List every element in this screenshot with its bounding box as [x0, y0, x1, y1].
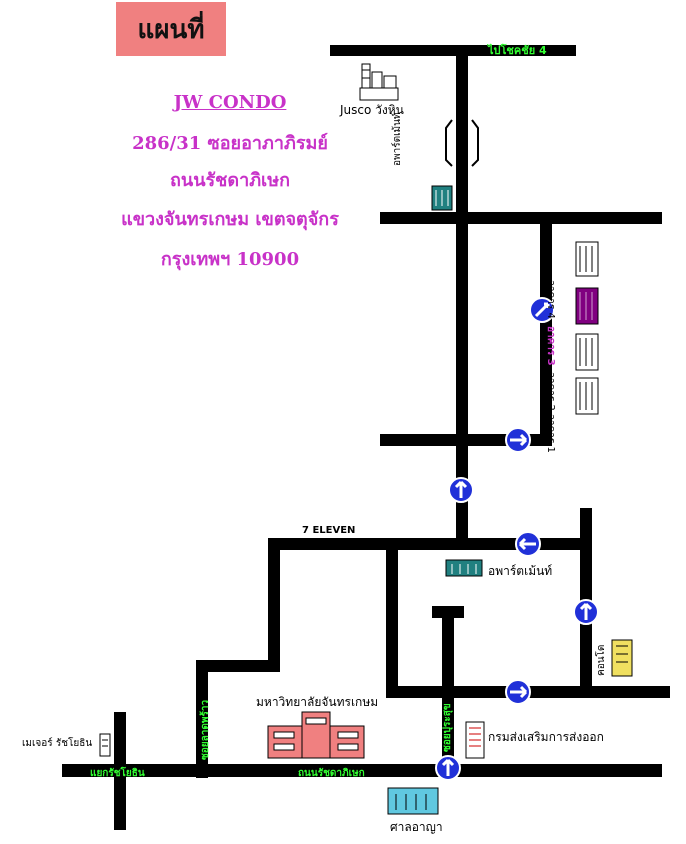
address-line-4: กรุงเทพฯ 10900 [160, 249, 300, 270]
address-line-1: 286/31 ซอยอาภาภิรมย์ [132, 133, 328, 154]
bridge-marker [445, 119, 479, 167]
label-apartment-left: อพาร์ตเม้นท์ [392, 112, 403, 166]
label-building-1: อาคาร 1 [545, 414, 556, 453]
map-title: แผนที่ [116, 2, 226, 56]
building-3-highlight-icon [575, 287, 599, 325]
label-soi-lat-phrao: ซอยลาดพร้าว [200, 699, 211, 760]
label-major: เมเจอร์ รัชโยธิน [22, 738, 93, 749]
road-inner-vertical [386, 550, 398, 696]
label-soi-center: ซอยปุระสุข [442, 703, 453, 752]
building-4-icon [575, 241, 599, 277]
arrow-sign-5 [573, 599, 599, 625]
apartment-center-icon [445, 559, 483, 577]
building-2-icon [575, 333, 599, 371]
export-dept-building-icon [465, 721, 485, 759]
university-building-icon [267, 711, 365, 759]
road-center-vertical [442, 606, 454, 778]
arrow-sign-1 [529, 297, 555, 323]
label-apartment-center: อพาร์ตเม้นท์ [488, 564, 553, 578]
condo-name: JW CONDO [173, 92, 287, 113]
arrow-sign-6 [505, 679, 531, 705]
address-line-2: ถนนรัชดาภิเษก [170, 170, 290, 191]
road-soi-lat-phrao [196, 660, 208, 778]
arrow-sign-3 [448, 477, 474, 503]
label-university: มหาวิทยาลัยจันทรเกษม [256, 695, 379, 709]
road-main-vertical [456, 45, 468, 545]
road-horizontal-2 [380, 212, 662, 224]
condo-right-icon [611, 639, 633, 677]
label-building-3: อาคาร 3 [545, 326, 556, 366]
road-left-vertical [268, 538, 280, 670]
roads [62, 45, 670, 830]
court-building-icon [387, 787, 439, 815]
label-7-eleven: 7 ELEVEN [302, 525, 356, 536]
road-ratchayothin-vertical [114, 712, 126, 830]
jusco-building-icon [359, 63, 399, 101]
label-court: ศาลอาญา [390, 820, 443, 834]
label-ratchayothin: แยกรัชโยธิน [90, 768, 145, 779]
road-ratchada [62, 764, 662, 777]
label-condo-right: คอนโด [596, 644, 607, 676]
label-building-4: อาคาร 4 [545, 280, 556, 319]
major-building-icon [99, 733, 111, 757]
label-jusco: Jusco วังหิน [340, 103, 404, 117]
label-export-dept: กรมส่งเสริมการส่งออก [488, 730, 604, 744]
condo-buildings [575, 241, 599, 415]
arrow-sign-2 [505, 427, 531, 453]
address-line-3: แขวงจันทรเกษม เขตจตุจักร [121, 209, 339, 230]
road-right-vertical [540, 224, 552, 446]
arrow-sign-4 [515, 531, 541, 557]
label-building-2: อาคาร 2 [545, 372, 556, 411]
apartment-left-icon [431, 185, 453, 211]
label-ratchada-road: ถนนรัชดาภิเษก [298, 768, 365, 779]
building-1-icon [575, 377, 599, 415]
road-left-jog [196, 660, 280, 672]
road-top [330, 45, 576, 56]
arrow-sign-7 [435, 755, 461, 781]
label-to-chok-chai-4: ไปโชคชัย 4 [488, 44, 547, 57]
road-7eleven [268, 538, 592, 550]
